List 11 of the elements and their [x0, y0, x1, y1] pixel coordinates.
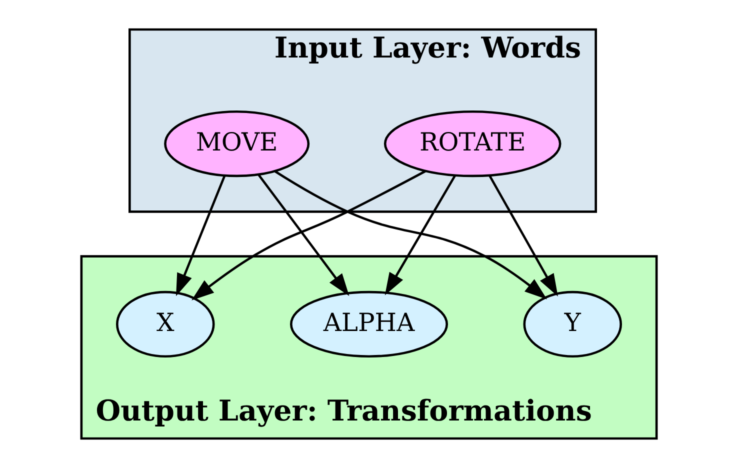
arrow	[191, 170, 426, 300]
arrow	[488, 175, 558, 296]
arrow	[274, 170, 547, 300]
node-ellipse: X	[116, 290, 214, 358]
node-ellipse: ROTATE	[383, 110, 561, 178]
node-ellipse: ALPHA	[289, 290, 448, 358]
node-ellipse: MOVE	[164, 110, 310, 178]
arrow	[384, 174, 456, 296]
arrow	[176, 175, 226, 296]
node-ellipse: Y	[522, 290, 622, 358]
arrow	[257, 174, 349, 296]
